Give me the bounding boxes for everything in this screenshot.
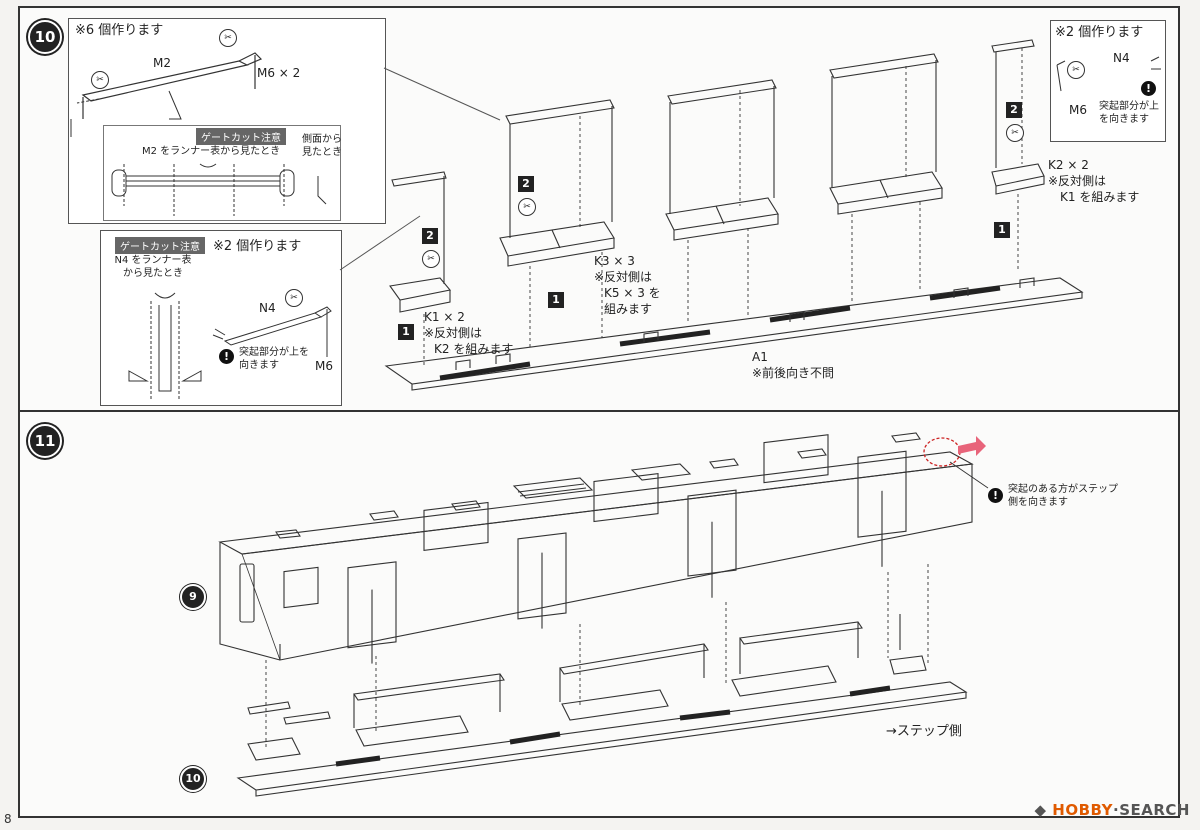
inset-seat-back: ※6 個作ります M2 M6 × 2 ✂ ✂ ゲートカット注意 M2 をランナー… bbox=[68, 18, 386, 224]
part-label-n4: N4 bbox=[1113, 51, 1130, 65]
n4-right-drawing bbox=[1056, 56, 1161, 92]
seat-back-drawing bbox=[70, 52, 263, 137]
warning-note: 突起のある方がステップ側を向きます bbox=[1008, 484, 1118, 508]
part-label-m6: M6 × 2 bbox=[257, 66, 301, 80]
gate-cut-box: ゲートカット注意 M2 をランナー表から見たとき 側面から見たとき bbox=[103, 125, 342, 221]
warning-icon: ! bbox=[988, 488, 1003, 503]
k3-note: K5 × 3 を bbox=[604, 286, 661, 300]
warning-note: 突起部分が上を向きます bbox=[1099, 101, 1159, 125]
substep-2-badge: 2 bbox=[1006, 102, 1022, 118]
watermark-suffix: SEARCH bbox=[1119, 801, 1190, 819]
gate-cut-note: M2 をランナー表から見たとき bbox=[142, 146, 281, 157]
a1-note: ※前後向き不問 bbox=[752, 366, 835, 380]
ref-part-10-badge: 10 bbox=[180, 766, 206, 792]
part-label-k2: K2 × 2 bbox=[1048, 158, 1089, 172]
make-count-note: ※2 個作ります bbox=[213, 239, 302, 254]
substep-1-badge: 1 bbox=[548, 292, 564, 308]
car-body-assembly-drawing bbox=[218, 432, 989, 797]
nipper-icon: ✂ bbox=[91, 71, 109, 89]
inset-n4: ゲートカット注意 N4 をランナー表から見たとき ※2 個作ります N4 M6 … bbox=[100, 230, 342, 406]
watermark-diamond-icon: ◆ bbox=[1034, 801, 1047, 819]
part-label-m6: M6 bbox=[315, 359, 333, 373]
substep-1-badge: 1 bbox=[398, 324, 414, 340]
inset-right-n4: ※2 個作ります N4 M6 ✂ ! 突起部分が上を向きます bbox=[1050, 20, 1166, 142]
k3-note: ※反対側は bbox=[594, 270, 653, 284]
nipper-icon: ✂ bbox=[285, 289, 303, 307]
nipper-icon: ✂ bbox=[1006, 124, 1024, 142]
callout-lines bbox=[339, 67, 501, 271]
part-label-m2: M2 bbox=[153, 56, 171, 70]
part-label-k1: K1 × 2 bbox=[424, 310, 465, 324]
watermark-brand: HOBBY bbox=[1052, 801, 1114, 819]
make-count-note: ※2 個作ります bbox=[1055, 25, 1144, 40]
step-number-badge: 10 bbox=[28, 20, 62, 54]
substep-1-badge: 1 bbox=[994, 222, 1010, 238]
nipper-icon: ✂ bbox=[518, 198, 536, 216]
k1-note: K2 を組みます bbox=[434, 342, 514, 356]
ref-part-9-badge: 9 bbox=[180, 584, 206, 610]
gate-cut-title: ゲートカット注意 bbox=[196, 128, 286, 145]
hobby-search-watermark: ◆ HOBBY·SEARCH bbox=[1034, 801, 1190, 819]
make-count-note: ※6 個作ります bbox=[75, 23, 164, 38]
part-label-n4: N4 bbox=[259, 301, 276, 315]
k2-note: K1 を組みます bbox=[1060, 190, 1140, 204]
gate-cut-note: N4 をランナー表から見たとき bbox=[114, 255, 192, 279]
warning-icon: ! bbox=[1141, 81, 1156, 96]
step-side-label: →ステップ側 bbox=[886, 724, 962, 739]
nipper-icon: ✂ bbox=[219, 29, 237, 47]
nipper-icon: ✂ bbox=[1067, 61, 1085, 79]
nipper-icon: ✂ bbox=[422, 250, 440, 268]
k2-note: ※反対側は bbox=[1048, 174, 1107, 188]
gate-cut-title: ゲートカット注意 bbox=[115, 237, 205, 254]
substep-2-badge: 2 bbox=[518, 176, 534, 192]
gate-cut-drawing bbox=[111, 163, 327, 216]
page-number: 8 bbox=[4, 812, 12, 826]
warning-note: 突起部分が上を向きます bbox=[239, 347, 309, 371]
k1-note: ※反対側は bbox=[424, 326, 483, 340]
part-label-k3: K3 × 3 bbox=[594, 254, 635, 268]
substep-2-badge: 2 bbox=[422, 228, 438, 244]
step-11-panel: 11 bbox=[18, 410, 1180, 818]
seat-assembly-drawing bbox=[384, 39, 1084, 391]
step-10-panel: 10 ※6 個作ります M2 M6 × 2 ✂ ✂ ゲートカット注意 M2 をラ… bbox=[18, 6, 1180, 414]
warning-icon: ! bbox=[219, 349, 234, 364]
step-number-badge: 11 bbox=[28, 424, 62, 458]
part-label-m6: M6 bbox=[1069, 103, 1087, 117]
part-label-a1: A1 bbox=[752, 350, 768, 364]
n4-drawing bbox=[128, 292, 332, 401]
side-view-note: 側面から見たとき bbox=[302, 134, 342, 158]
k3-note: 組みます bbox=[604, 302, 653, 316]
